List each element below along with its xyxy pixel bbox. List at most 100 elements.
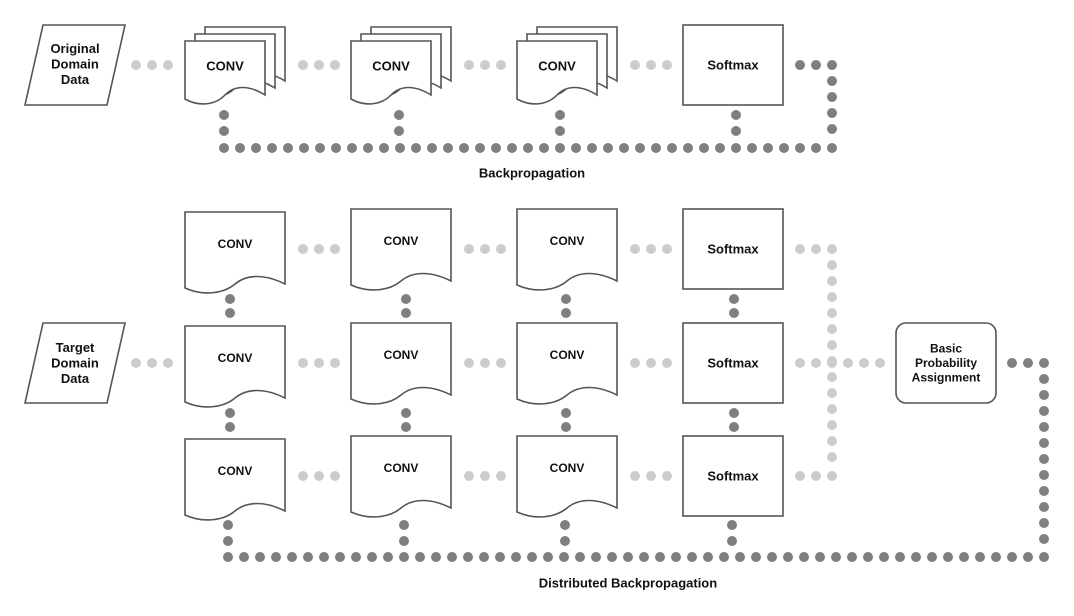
dark-backprop-dot	[975, 552, 985, 562]
conv-label: CONV	[384, 234, 419, 248]
light-aggregation-dot	[827, 340, 837, 350]
original-domain-data-label-line: Domain	[51, 57, 99, 72]
dark-backprop-dot	[1039, 406, 1049, 416]
dark-backprop-dot	[523, 143, 533, 153]
light-connector-dot	[662, 471, 672, 481]
light-connector-dot	[298, 60, 308, 70]
distributed-backpropagation-caption: Distributed Backpropagation	[539, 576, 717, 591]
dark-backprop-dot	[219, 126, 229, 136]
light-connector-dot	[646, 60, 656, 70]
light-connector-dot	[496, 471, 506, 481]
dark-backprop-dot	[847, 552, 857, 562]
dark-backprop-dot	[719, 552, 729, 562]
dark-backprop-dot	[575, 552, 585, 562]
dark-backprop-dot	[223, 536, 233, 546]
light-connector-dot	[811, 471, 821, 481]
light-aggregation-dot	[827, 308, 837, 318]
dark-backprop-dot	[507, 143, 517, 153]
dark-backprop-dot	[560, 536, 570, 546]
bpa-label-line: Probability	[915, 356, 977, 370]
dark-row-connector-dot	[401, 294, 411, 304]
dark-backprop-dot	[587, 143, 597, 153]
light-connector-dot	[330, 60, 340, 70]
dark-backprop-dot	[1039, 454, 1049, 464]
dark-backprop-dot	[635, 143, 645, 153]
dark-backprop-dot	[411, 143, 421, 153]
dark-backprop-dot	[607, 552, 617, 562]
dark-row-connector-dot	[561, 422, 571, 432]
light-connector-dot	[330, 244, 340, 254]
conv-layer-stack-front	[184, 40, 266, 105]
dark-backprop-dot	[619, 143, 629, 153]
dark-backprop-dot	[303, 552, 313, 562]
dark-backprop-dot	[1039, 390, 1049, 400]
dark-backprop-dot	[555, 143, 565, 153]
light-aggregation-dot	[827, 292, 837, 302]
conv-label: CONV	[550, 234, 585, 248]
light-connector-dot	[480, 244, 490, 254]
softmax-label: Softmax	[707, 469, 759, 484]
dark-backprop-dot	[1039, 534, 1049, 544]
dark-backprop-dot	[335, 552, 345, 562]
light-connector-dot	[811, 358, 821, 368]
dark-backprop-dot	[683, 143, 693, 153]
light-connector-dot	[496, 358, 506, 368]
light-connector-dot	[330, 358, 340, 368]
dark-backprop-dot	[447, 552, 457, 562]
dark-backprop-dot	[1039, 518, 1049, 528]
dark-backprop-dot	[1023, 358, 1033, 368]
dark-backprop-dot	[655, 552, 665, 562]
dark-row-connector-dot	[225, 294, 235, 304]
light-connector-dot	[795, 471, 805, 481]
dark-backprop-dot	[799, 552, 809, 562]
dark-backprop-dot	[827, 108, 837, 118]
dark-backprop-dot	[383, 552, 393, 562]
dark-row-connector-dot	[225, 422, 235, 432]
light-connector-dot	[859, 358, 869, 368]
light-connector-dot	[662, 60, 672, 70]
light-connector-dot	[843, 358, 853, 368]
softmax-box	[682, 322, 784, 404]
conv-label: CONV	[206, 59, 244, 74]
light-connector-dot	[314, 60, 324, 70]
light-connector-dot	[314, 358, 324, 368]
original-domain-data-shape	[24, 24, 126, 106]
light-aggregation-dot	[827, 420, 837, 430]
dark-backprop-dot	[267, 143, 277, 153]
conv-label: CONV	[372, 59, 410, 74]
dark-backprop-dot	[699, 143, 709, 153]
light-aggregation-dot	[827, 404, 837, 414]
dark-backprop-dot	[735, 552, 745, 562]
conv-layer	[350, 322, 452, 405]
dark-backprop-dot	[427, 143, 437, 153]
dark-row-connector-dot	[729, 408, 739, 418]
dark-backprop-dot	[795, 143, 805, 153]
conv-layer	[184, 325, 286, 408]
light-connector-dot	[662, 358, 672, 368]
dark-backprop-dot	[767, 552, 777, 562]
dark-backprop-dot	[687, 552, 697, 562]
conv-label: CONV	[550, 348, 585, 362]
dark-backprop-dot	[831, 552, 841, 562]
light-connector-dot	[662, 244, 672, 254]
light-connector-dot	[630, 60, 640, 70]
dark-backprop-dot	[727, 520, 737, 530]
dark-backprop-dot	[1039, 552, 1049, 562]
dark-backprop-dot	[395, 143, 405, 153]
light-connector-dot	[147, 60, 157, 70]
light-connector-dot	[330, 471, 340, 481]
light-connector-dot	[827, 471, 837, 481]
light-connector-dot	[464, 244, 474, 254]
dark-backprop-dot	[727, 536, 737, 546]
light-aggregation-dot	[827, 356, 837, 366]
light-aggregation-dot	[827, 372, 837, 382]
dark-backprop-dot	[731, 143, 741, 153]
conv-layer-stack-front	[350, 40, 432, 105]
light-connector-dot	[646, 358, 656, 368]
dark-backprop-dot	[1007, 552, 1017, 562]
light-connector-dot	[480, 358, 490, 368]
dark-backprop-dot	[863, 552, 873, 562]
conv-label: CONV	[538, 59, 576, 74]
